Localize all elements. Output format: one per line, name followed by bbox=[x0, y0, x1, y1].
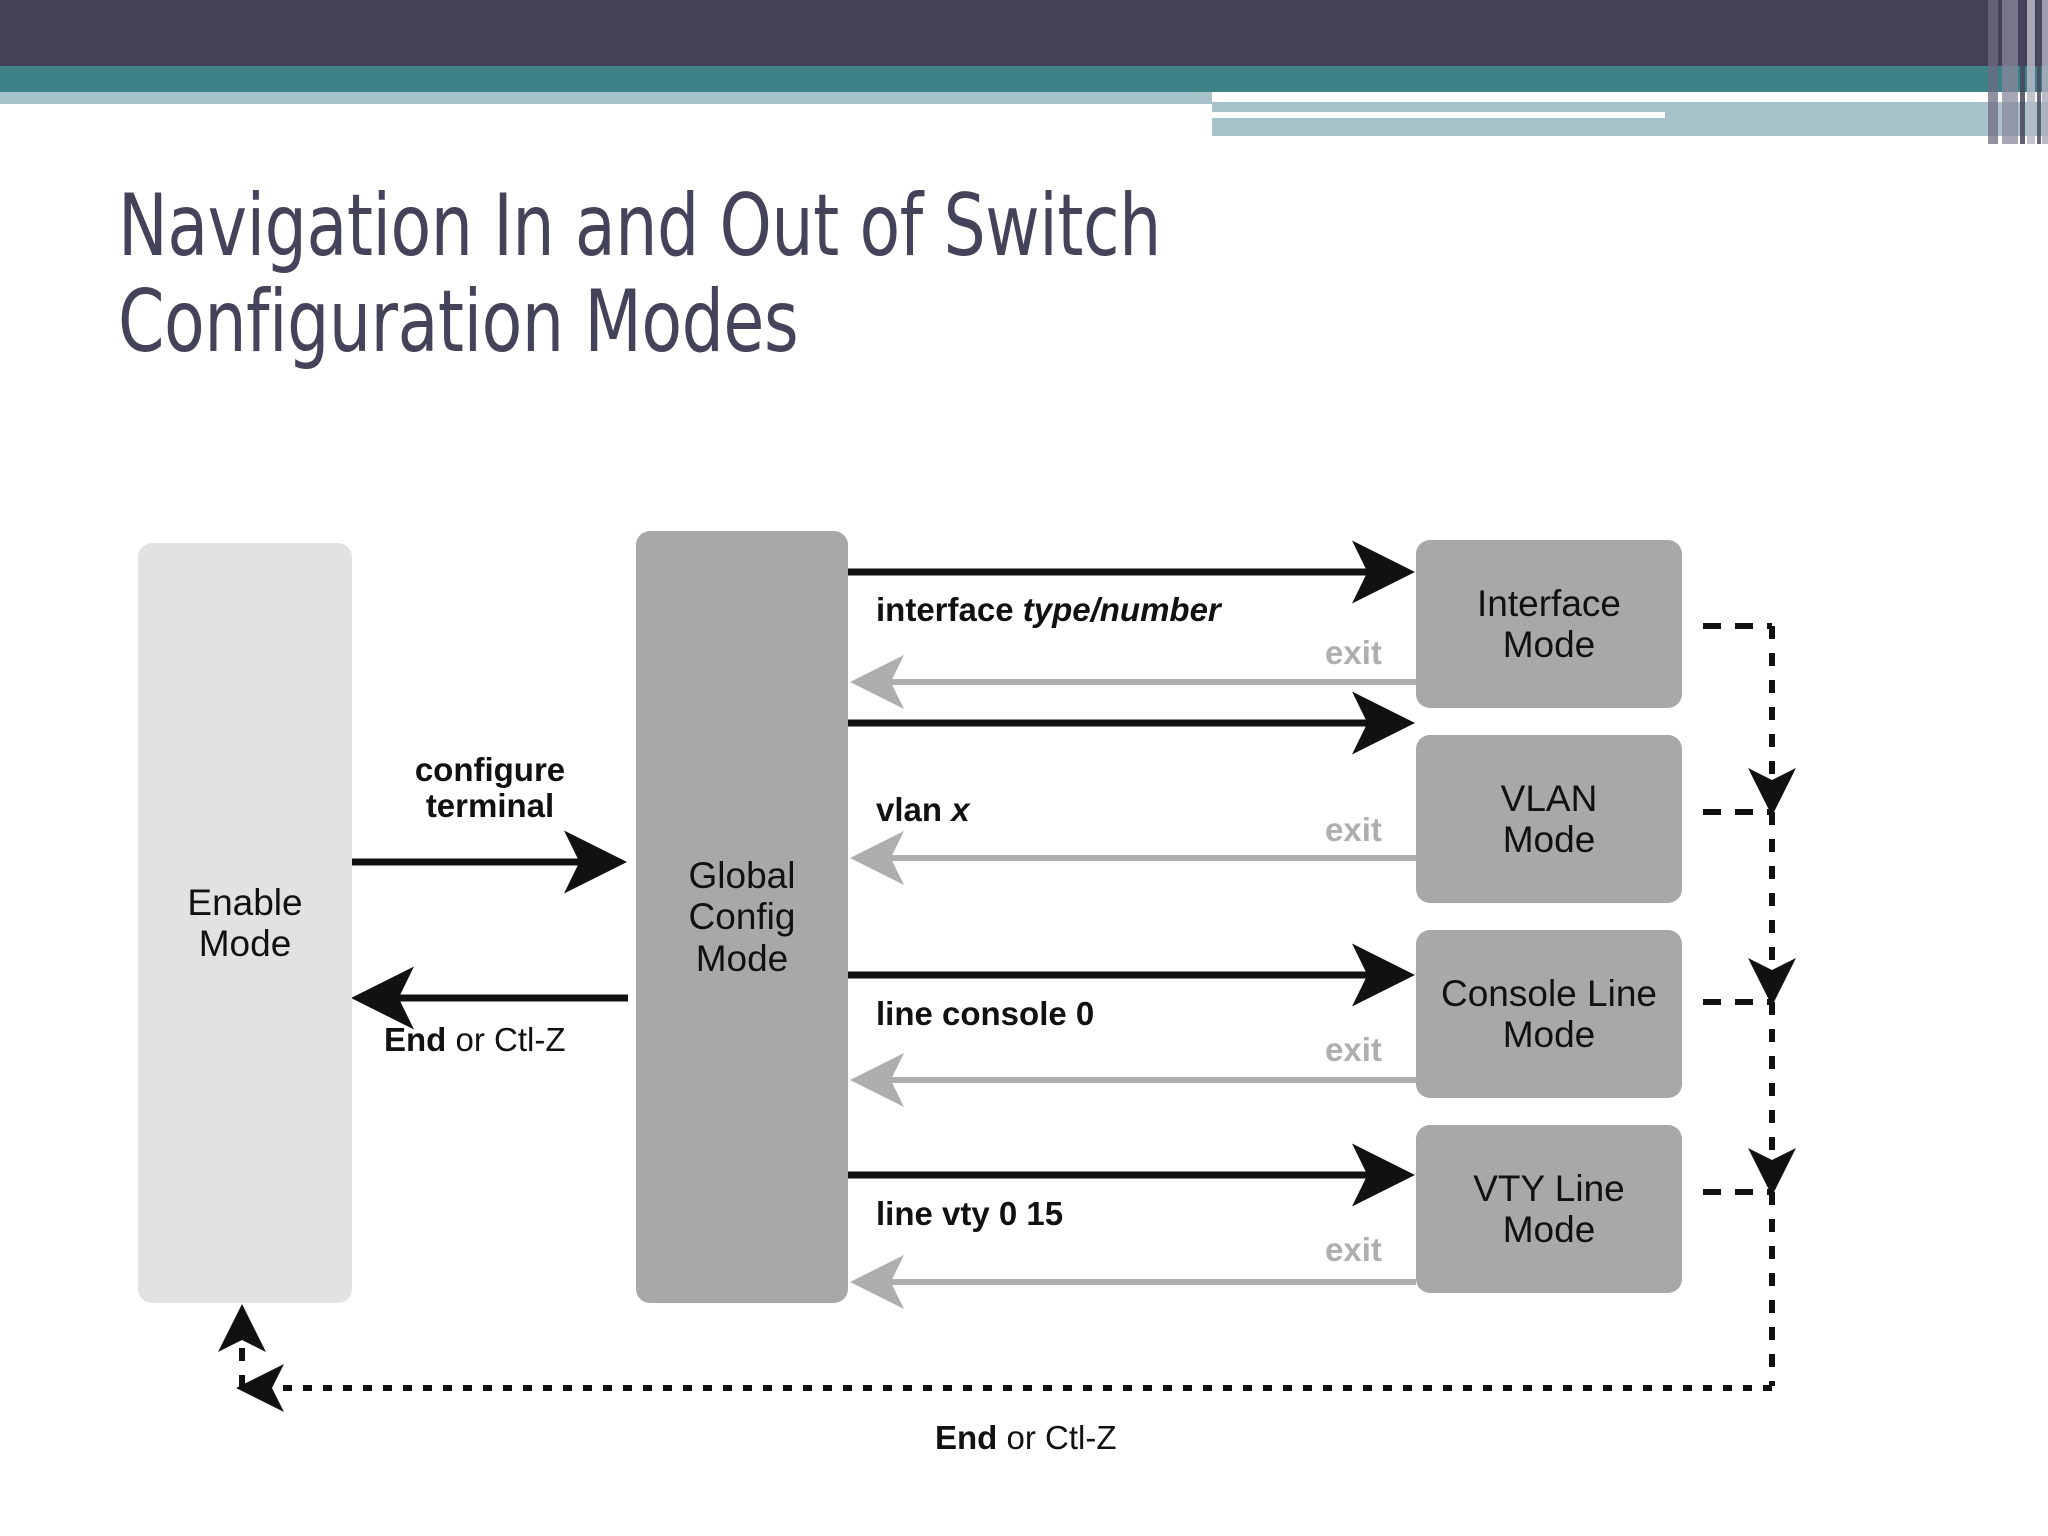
interface-argument: type/number bbox=[1013, 591, 1221, 628]
edge-label-exit-console: exit bbox=[1325, 1031, 1382, 1068]
edge-label-end-or-ctlz-left: End or Ctl-Z bbox=[384, 1021, 566, 1058]
vlan-argument: x bbox=[942, 791, 970, 828]
header-lightblue-band-right-mid bbox=[1665, 112, 2048, 120]
header-lightblue-band-right-bottom bbox=[1212, 118, 2048, 136]
edge-label-line-vty-cmd: line vty 0 15 bbox=[876, 1195, 1064, 1232]
node-global-config-mode[interactable]: Global Config Mode bbox=[636, 531, 848, 1303]
edge-label-exit-vty: exit bbox=[1325, 1231, 1382, 1268]
edge-label-vlan-cmd: vlan x bbox=[876, 791, 970, 828]
edge-label-line-console-cmd: line console 0 bbox=[876, 995, 1095, 1032]
header-lightblue-band-left bbox=[0, 92, 1212, 104]
node-vty-line-mode[interactable]: VTY Line Mode bbox=[1416, 1125, 1682, 1293]
header-vstripe-1 bbox=[1988, 0, 1998, 144]
edge-label-exit-vlan: exit bbox=[1325, 811, 1382, 848]
node-enable-mode[interactable]: Enable Mode bbox=[138, 543, 352, 1303]
edge-label-interface-cmd: interface type/number bbox=[876, 591, 1221, 628]
header-lightblue-band-right-top bbox=[1212, 102, 2048, 112]
header-vstripe-2 bbox=[2002, 0, 2018, 144]
header-vstripe-3 bbox=[2020, 0, 2025, 144]
node-interface-mode[interactable]: Interface Mode bbox=[1416, 540, 1682, 708]
header-teal-band bbox=[0, 66, 2048, 92]
edge-label-configure-terminal: configure terminal bbox=[414, 751, 566, 825]
end-keyword-bottom: End bbox=[935, 1419, 998, 1456]
header-navy-band bbox=[0, 0, 2048, 66]
or-ctlz-text: or Ctl-Z bbox=[446, 1021, 566, 1058]
end-keyword: End bbox=[384, 1021, 447, 1058]
header-vstripe-5 bbox=[2037, 0, 2041, 144]
header-vstripe-6 bbox=[2042, 0, 2048, 144]
header-white-notch bbox=[1665, 136, 2048, 144]
header-vstripe-4 bbox=[2027, 0, 2035, 144]
vlan-keyword: vlan bbox=[876, 791, 943, 828]
node-vlan-mode[interactable]: VLAN Mode bbox=[1416, 735, 1682, 903]
slide-header-decoration bbox=[0, 0, 2048, 144]
edge-label-exit-interface: exit bbox=[1325, 634, 1382, 671]
node-console-line-mode[interactable]: Console Line Mode bbox=[1416, 930, 1682, 1098]
page-title: Navigation In and Out of Switch Configur… bbox=[118, 176, 1161, 373]
interface-keyword: interface bbox=[876, 591, 1014, 628]
edge-label-end-or-ctlz-bottom: End or Ctl-Z bbox=[935, 1419, 1117, 1456]
or-ctlz-text-bottom: or Ctl-Z bbox=[997, 1419, 1117, 1456]
